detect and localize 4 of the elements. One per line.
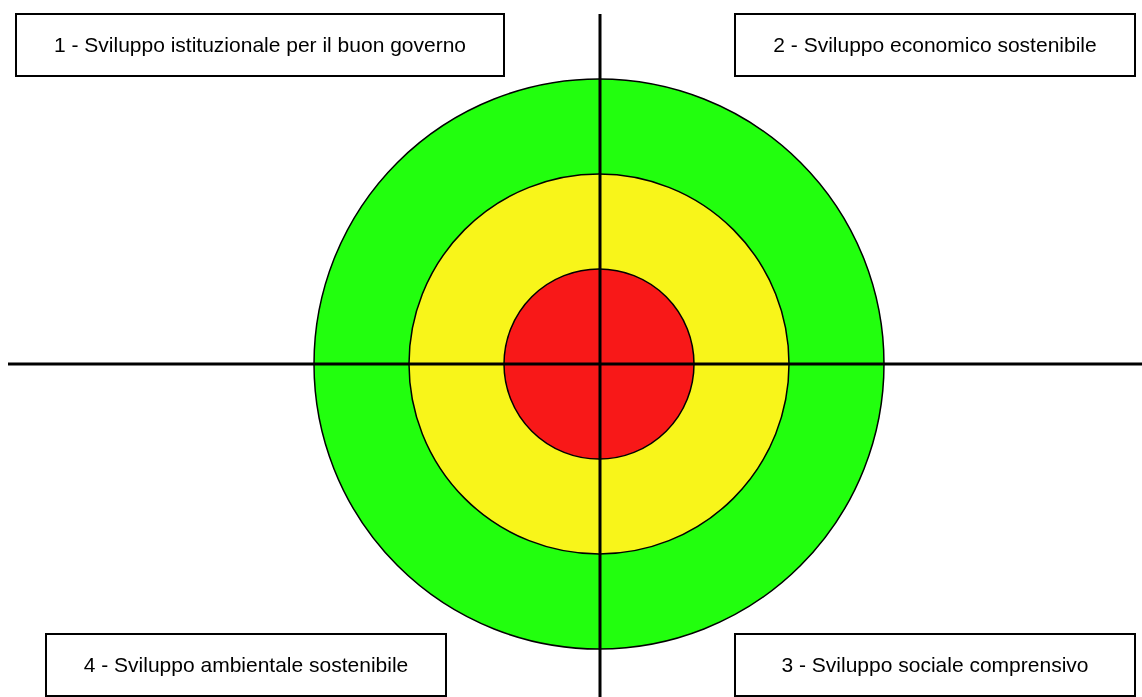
quadrant-label-box: 2 - Sviluppo economico sostenibile bbox=[734, 13, 1136, 77]
quadrant-label-box: 4 - Sviluppo ambientale sostenibile bbox=[45, 633, 447, 697]
quadrant-label-box: 1 - Sviluppo istituzionale per il buon governo bbox=[15, 13, 505, 77]
quadrant-label-box: 3 - Sviluppo sociale comprensivo bbox=[734, 633, 1136, 697]
